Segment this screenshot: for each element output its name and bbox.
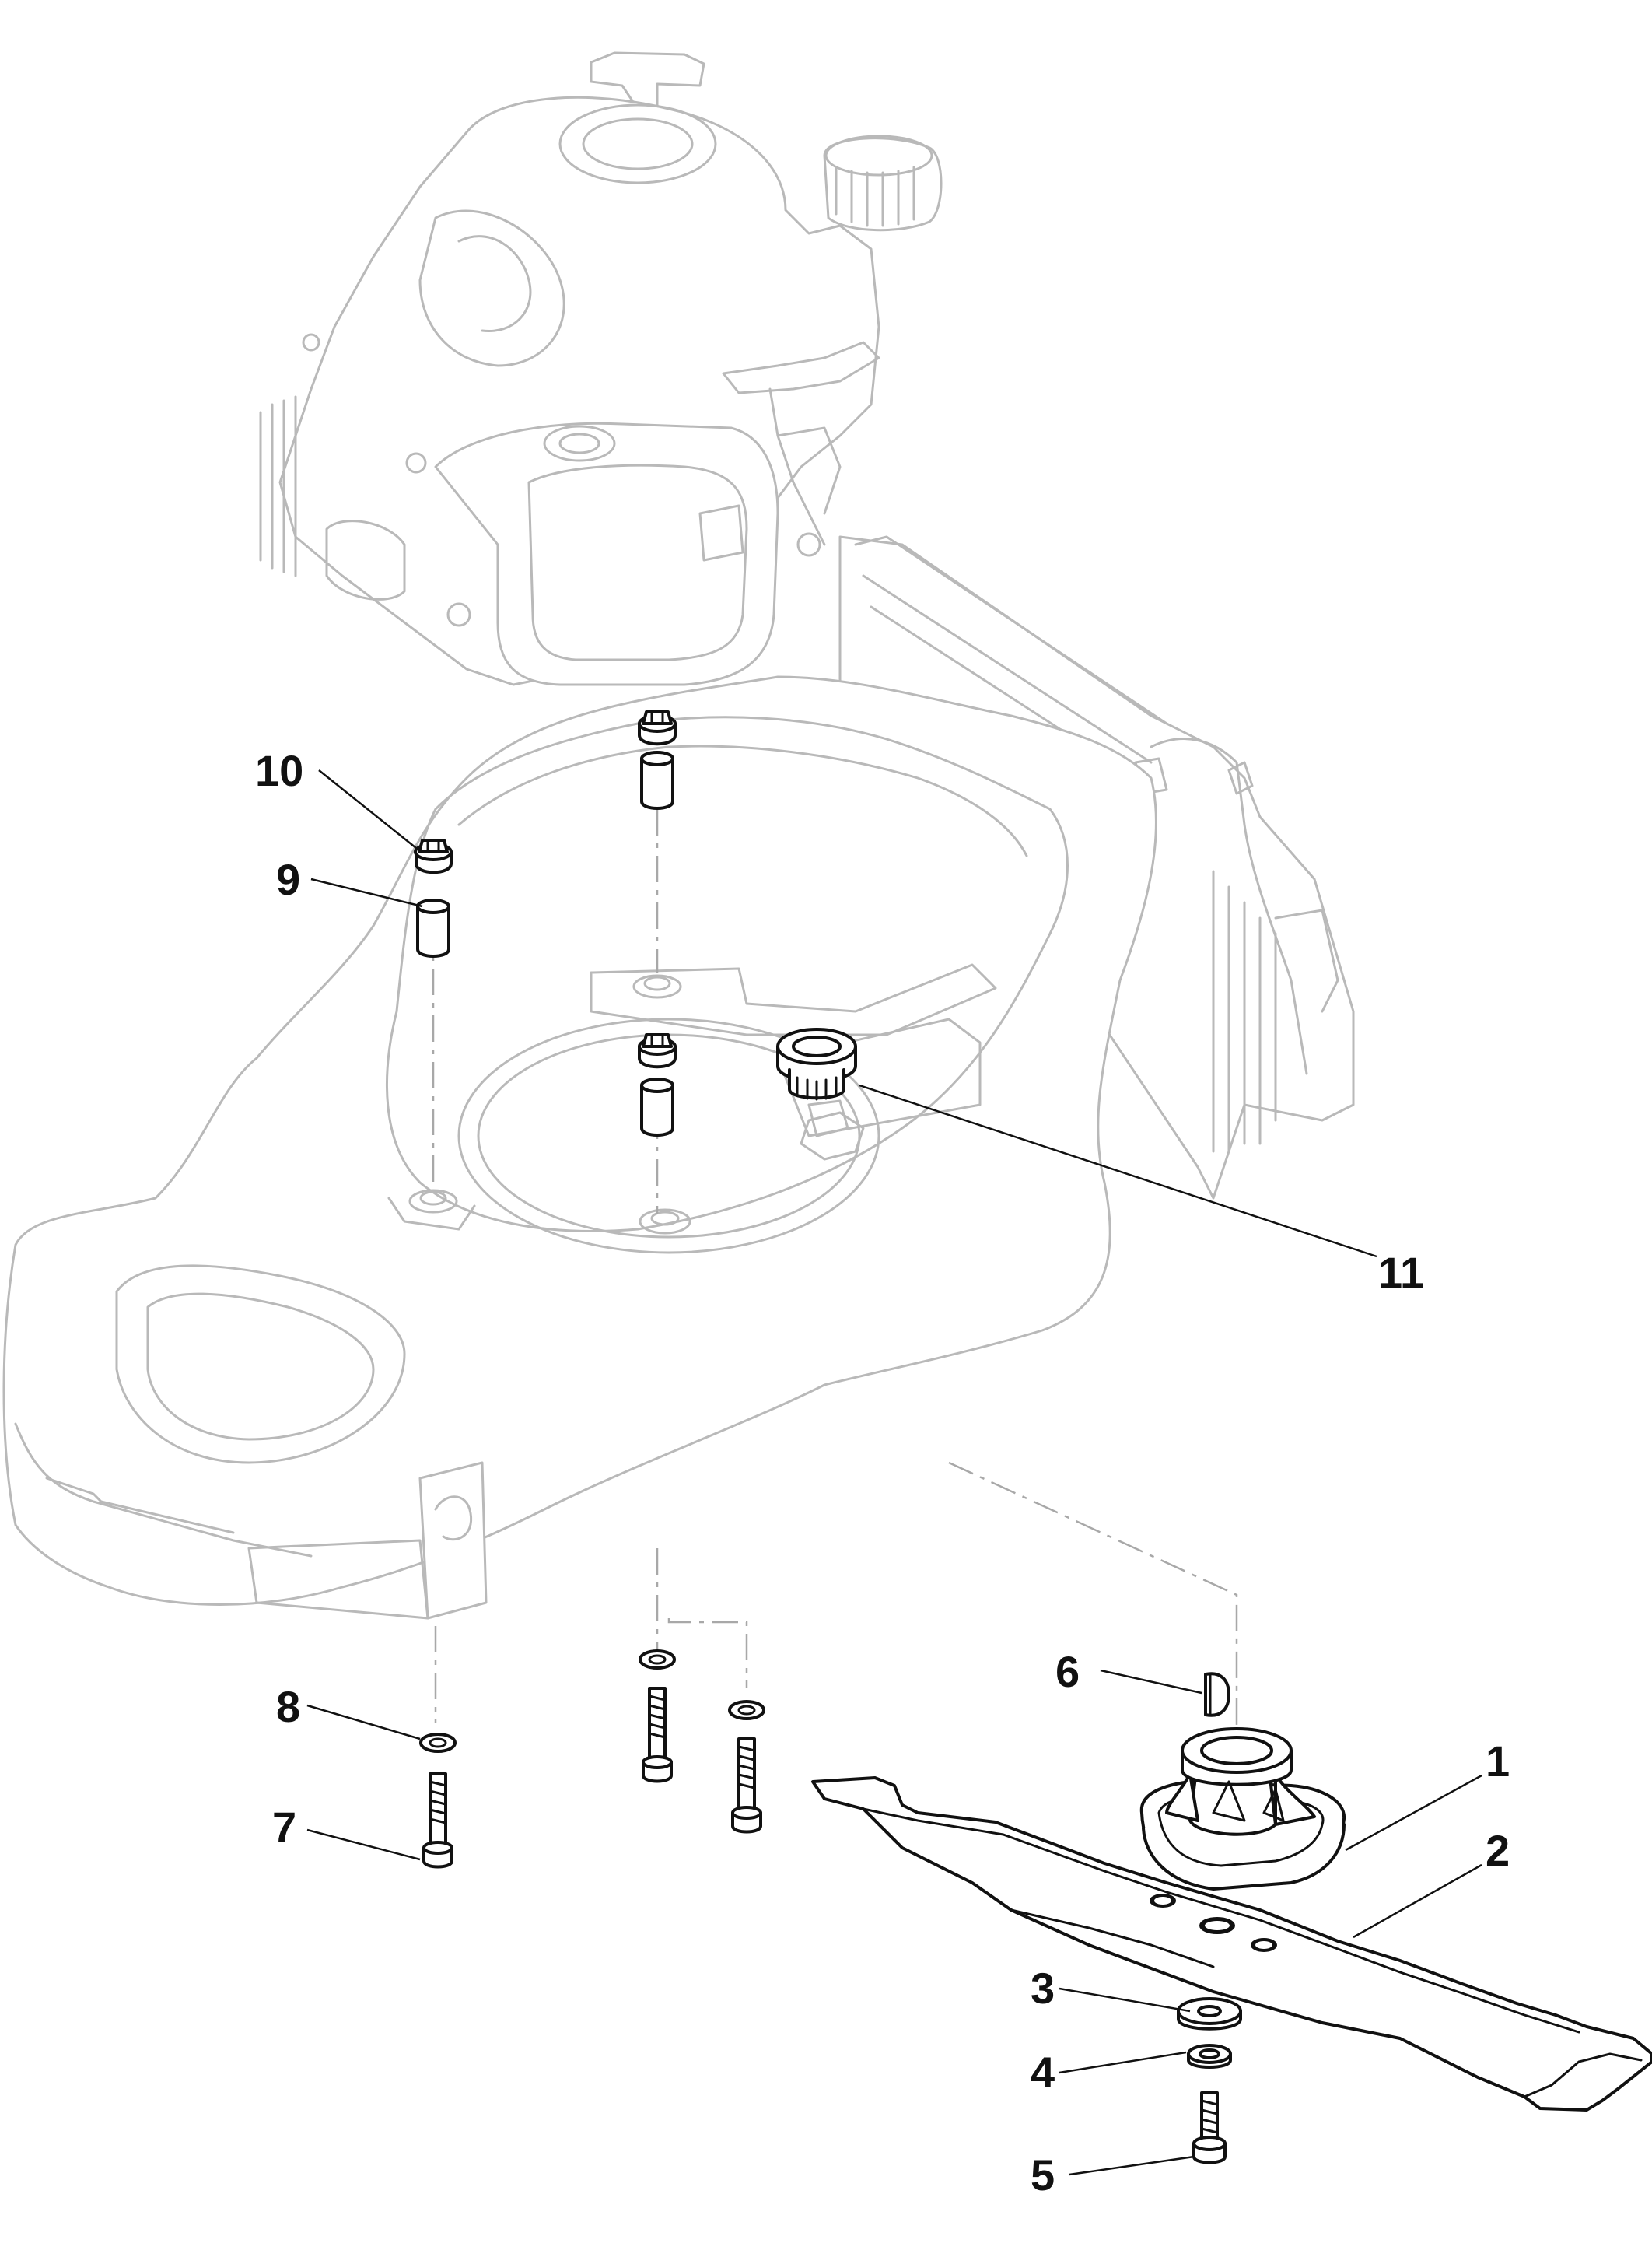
bolt-middle — [642, 1687, 673, 1783]
flange-nut-middle — [638, 1033, 677, 1069]
woodruff-key-part-6 — [1204, 1672, 1230, 1717]
bolt-part-7 — [422, 1772, 453, 1869]
spacer-middle — [640, 1078, 674, 1137]
washer-part-8 — [419, 1733, 457, 1753]
callout-11: 11 — [1378, 1248, 1424, 1297]
engine-outline — [259, 51, 943, 686]
bolt-right — [731, 1737, 762, 1834]
callout-4: 4 — [1031, 2048, 1055, 2097]
washer-part-3 — [1177, 1997, 1242, 2031]
flange-nut-part-10 — [414, 839, 453, 874]
leader-lines — [306, 769, 1482, 2176]
callout-7: 7 — [272, 1803, 296, 1852]
callout-labels: 1 2 3 4 5 6 7 8 9 10 11 — [255, 746, 1510, 2199]
mower-deck-outline — [2, 535, 1355, 1620]
washer-middle — [639, 1649, 676, 1670]
flange-nut-upper — [638, 710, 677, 746]
spacer-upper — [640, 751, 674, 810]
callout-9: 9 — [276, 855, 300, 904]
washer-part-4 — [1187, 2044, 1232, 2069]
callout-1: 1 — [1486, 1737, 1510, 1786]
callout-2: 2 — [1486, 1826, 1510, 1875]
mower-blade-part-2 — [811, 1776, 1652, 2112]
blade-adapter-part-1 — [1139, 1727, 1346, 1891]
washer-right — [728, 1700, 765, 1720]
bolt-part-5 — [1192, 2091, 1227, 2164]
callout-3: 3 — [1031, 1964, 1055, 2013]
callout-10: 10 — [255, 746, 303, 795]
spacer-part-9 — [416, 899, 450, 958]
callout-5: 5 — [1031, 2150, 1055, 2199]
bushing-part-11 — [776, 1028, 857, 1101]
assembly-lines — [432, 809, 1238, 1727]
callout-8: 8 — [276, 1682, 300, 1731]
callout-6: 6 — [1055, 1647, 1080, 1696]
